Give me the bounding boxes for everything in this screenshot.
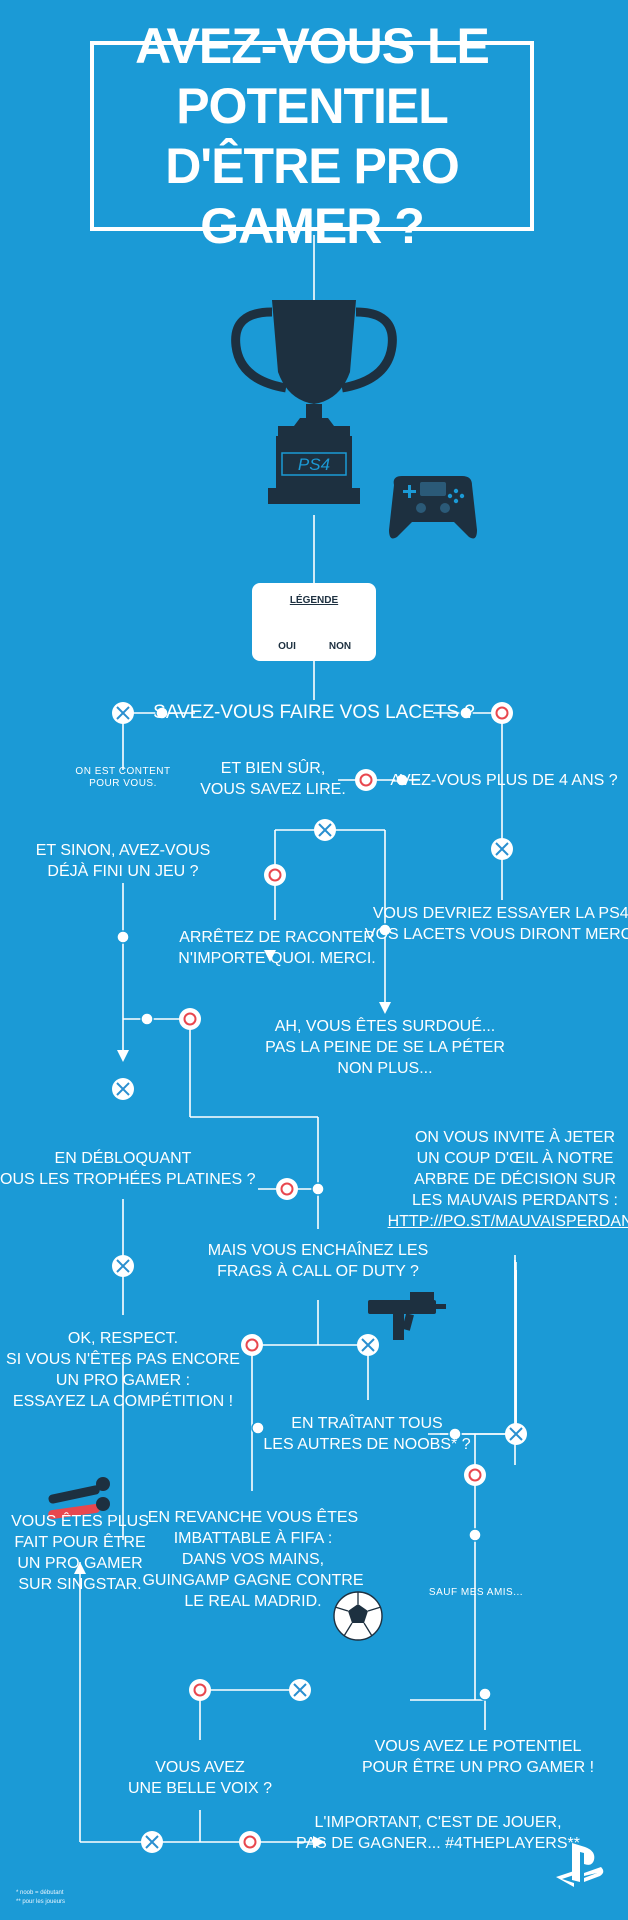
- trophy-icon: [231, 300, 397, 504]
- answer-try-ps4: VOUS DEVRIEZ ESSAYER LA PS4.VOS LACETS V…: [364, 905, 628, 943]
- yes-badge: [112, 702, 134, 724]
- footnote-noob: * noob = débutant: [16, 1890, 64, 1896]
- no-badge: [355, 769, 377, 791]
- yes-badge: [491, 838, 513, 860]
- microphones-icon: [48, 1477, 110, 1520]
- title-line-2: D'ÊTRE PRO GAMER ?: [165, 138, 460, 254]
- answer-important: L'IMPORTANT, C'EST DE JOUER,PAS DE GAGNE…: [296, 1814, 580, 1852]
- title-line-1: AVEZ-VOUS LE POTENTIEL: [135, 18, 490, 134]
- yes-badge: [141, 1831, 163, 1853]
- answer-friends: SAUF MES AMIS...: [428, 1587, 524, 1598]
- yes-badge: [112, 1255, 134, 1277]
- question-age: AVEZ-VOUS PLUS DE 4 ANS ?: [390, 772, 618, 789]
- no-badge: [276, 1178, 298, 1200]
- no-badge: [464, 1464, 486, 1486]
- question-laces: SAVEZ-VOUS FAIRE VOS LACETS ?: [153, 702, 475, 723]
- no-badge: [189, 1679, 211, 1701]
- legend-title: LÉGENDE: [289, 595, 339, 606]
- title-box: AVEZ-VOUS LE POTENTIEL D'ÊTRE PRO GAMER …: [90, 18, 534, 254]
- invite-link[interactable]: HTTP://PO.ST/MAUVAISPERDANT: [387, 1213, 628, 1230]
- no-badge: [264, 864, 286, 886]
- no-badge: [241, 1334, 263, 1356]
- no-badge: [239, 1831, 261, 1853]
- answer-gifted: AH, VOUS ÊTES SURDOUÉ...PAS LA PEINE DE …: [265, 1018, 505, 1077]
- answer-read: ET BIEN SÛR,VOUS SAVEZ LIRE.: [200, 760, 346, 798]
- no-badges: [179, 702, 513, 1853]
- yes-badge: [112, 1078, 134, 1100]
- yes-badge: [314, 819, 336, 841]
- uzi-icon: [368, 1292, 446, 1340]
- arrowheads: [74, 950, 391, 1848]
- yes-badge: [289, 1679, 311, 1701]
- gamepad-icon: [389, 476, 477, 539]
- trophy-badge: PS4: [298, 455, 330, 474]
- direction-markers: [116, 706, 492, 1701]
- footnote-players: ** pour les joueurs: [16, 1899, 66, 1905]
- legend-no-label: NON: [328, 641, 352, 652]
- no-badge: [491, 702, 513, 724]
- no-badge: [179, 1008, 201, 1030]
- legend-yes-label: OUI: [278, 641, 296, 652]
- soccer-ball-icon: [333, 1591, 383, 1641]
- yes-badge: [357, 1334, 379, 1356]
- playstation-logo-icon: [556, 1843, 604, 1887]
- yes-badge: [505, 1423, 527, 1445]
- legend-card: LÉGENDE OUI NON: [252, 583, 376, 661]
- yes-badges: [112, 702, 527, 1853]
